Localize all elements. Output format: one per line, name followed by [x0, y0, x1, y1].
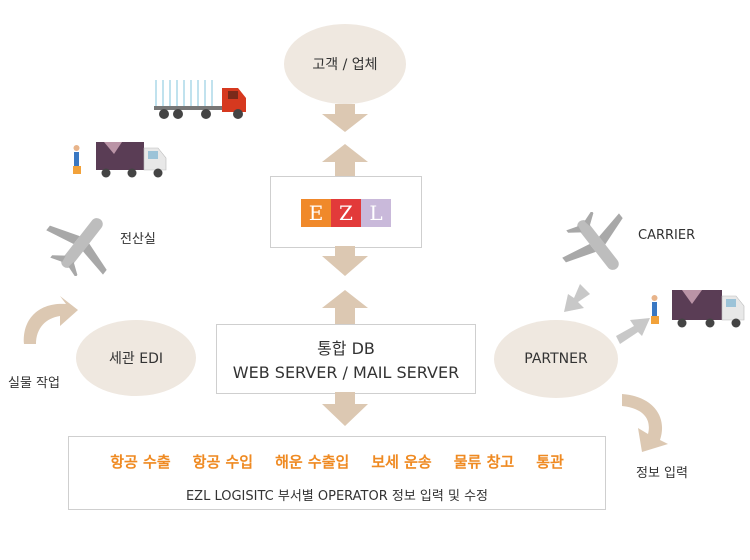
ezl-logo: E Z L — [301, 199, 391, 227]
department-bonded-transport: 보세 운송 — [371, 453, 432, 471]
server-line-2: WEB SERVER / MAIL SERVER — [232, 363, 460, 382]
ezl-logo-box: E Z L — [270, 176, 422, 248]
department-warehouse: 물류 창고 — [453, 453, 515, 471]
airplane-icon — [562, 212, 623, 270]
server-box: 통합 DB WEB SERVER / MAIL SERVER — [216, 324, 476, 394]
actual-work-label: 실물 작업 — [8, 376, 60, 391]
departments-subtitle: EZL LOGISITC 부서별 OPERATOR 정보 입력 및 수정 — [185, 489, 489, 504]
carrier-label: CARRIER — [638, 228, 696, 243]
info-input-label: 정보 입력 — [636, 466, 688, 481]
delivery-truck-icon — [651, 290, 745, 328]
logo-letter-l: L — [361, 199, 391, 227]
department-sea-freight: 해운 수출입 — [275, 453, 350, 471]
customs-edi-node: 세관 EDI — [76, 320, 196, 396]
partner-node: PARTNER — [494, 320, 618, 398]
arrow-down-icon — [322, 392, 368, 426]
department-air-export: 항공 수출 — [110, 453, 171, 471]
department-air-import: 항공 수입 — [192, 453, 254, 471]
airplane-icon — [46, 218, 107, 276]
partner-label: PARTNER — [524, 351, 588, 367]
customs-edi-label: 세관 EDI — [109, 351, 163, 367]
curved-arrow-icon — [23, 296, 78, 344]
semi-truck-icon — [154, 80, 246, 119]
arrow-down-left-icon — [564, 284, 590, 312]
department-customs: 통관 — [536, 453, 564, 471]
customer-node: 고객 / 업체 — [284, 24, 406, 104]
logo-letter-z: Z — [331, 199, 361, 227]
arrow-down-icon — [322, 104, 368, 176]
department-list: 항공 수출 항공 수입 해운 수출입 보세 운송 물류 창고 통관 — [69, 451, 605, 472]
arrow-updown-icon — [322, 246, 368, 324]
it-room-label: 전산실 — [120, 232, 156, 247]
customer-label: 고객 / 업체 — [312, 57, 378, 73]
delivery-truck-icon — [73, 142, 167, 178]
server-line-1: 통합 DB — [317, 339, 375, 358]
departments-box: 항공 수출 항공 수입 해운 수출입 보세 운송 물류 창고 통관 EZL LO… — [68, 436, 606, 510]
arrow-right-up-icon — [616, 318, 650, 344]
logo-letter-e: E — [301, 199, 331, 227]
curved-arrow-icon — [622, 394, 668, 452]
